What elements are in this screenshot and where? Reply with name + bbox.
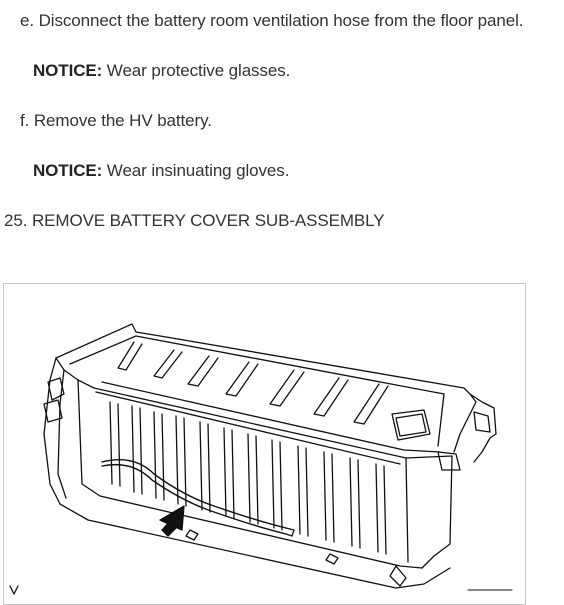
step-f-prefix: f.	[20, 111, 34, 130]
body-right-face	[405, 457, 409, 563]
left-bracket	[47, 377, 65, 401]
step-f-text: Remove the HV battery.	[33, 111, 212, 130]
step-e: e. Disconnect the battery room ventilati…	[20, 11, 523, 31]
notice-gloves: NOTICE: Wear insinuating gloves.	[33, 161, 289, 181]
left-side	[43, 357, 61, 505]
figure-frame	[3, 283, 526, 605]
lid-rib	[353, 383, 389, 425]
left-side-inner	[57, 369, 67, 499]
lid-top-outline	[55, 323, 477, 453]
lid-rib	[187, 355, 219, 387]
ventilation-hose	[101, 459, 287, 529]
hv-battery-illustration	[9, 323, 513, 595]
base-frame	[59, 503, 451, 589]
fin	[323, 451, 335, 543]
lid-rib	[225, 361, 259, 397]
arrow-pointer-icon	[159, 505, 185, 537]
base-foot	[185, 529, 199, 541]
section-number: 25.	[4, 211, 32, 230]
fin	[131, 405, 143, 495]
base-foot	[325, 553, 339, 565]
fin	[375, 463, 387, 555]
fin	[297, 445, 309, 537]
right-end-detail	[473, 411, 491, 433]
fin	[153, 411, 165, 501]
step-f: f. Remove the HV battery.	[20, 111, 212, 131]
base-foot	[389, 565, 407, 587]
lid-inner-edge	[69, 335, 445, 447]
lid-plate-inner	[395, 413, 427, 437]
fin	[349, 457, 361, 549]
fin	[109, 401, 121, 487]
body-right-face2	[421, 455, 453, 569]
view-mark	[9, 585, 19, 595]
hose-end-fitting	[285, 527, 295, 537]
notice-text: Wear protective glasses.	[102, 61, 291, 80]
lid-lip	[101, 381, 441, 453]
step-e-text: Disconnect the battery room ventilation …	[38, 11, 524, 30]
notice-glasses: NOTICE: Wear protective glasses.	[33, 61, 290, 81]
right-end	[469, 393, 497, 463]
section-heading: 25. REMOVE BATTERY COVER SUB-ASSEMBLY	[4, 211, 385, 231]
body-front	[77, 379, 423, 569]
lid-rib	[117, 341, 143, 371]
right-end-connector	[437, 451, 461, 471]
notice-text: Wear insinuating gloves.	[102, 161, 290, 180]
fin	[199, 421, 211, 513]
body-front-top	[95, 391, 401, 465]
lid-rib	[153, 349, 183, 379]
fin	[223, 427, 235, 519]
notice-label: NOTICE:	[33, 61, 103, 80]
step-e-prefix: e.	[20, 11, 39, 30]
left-bracket	[43, 399, 63, 423]
fin	[271, 439, 283, 531]
notice-label: NOTICE:	[33, 161, 103, 180]
ventilation-hose-lower	[101, 463, 287, 535]
section-title: REMOVE BATTERY COVER SUB-ASSEMBLY	[31, 211, 385, 230]
fin	[247, 433, 259, 525]
lid-rib	[269, 369, 305, 407]
lid-plate	[391, 409, 431, 441]
lid-rib	[313, 377, 349, 417]
lid-front-edge	[55, 357, 453, 459]
